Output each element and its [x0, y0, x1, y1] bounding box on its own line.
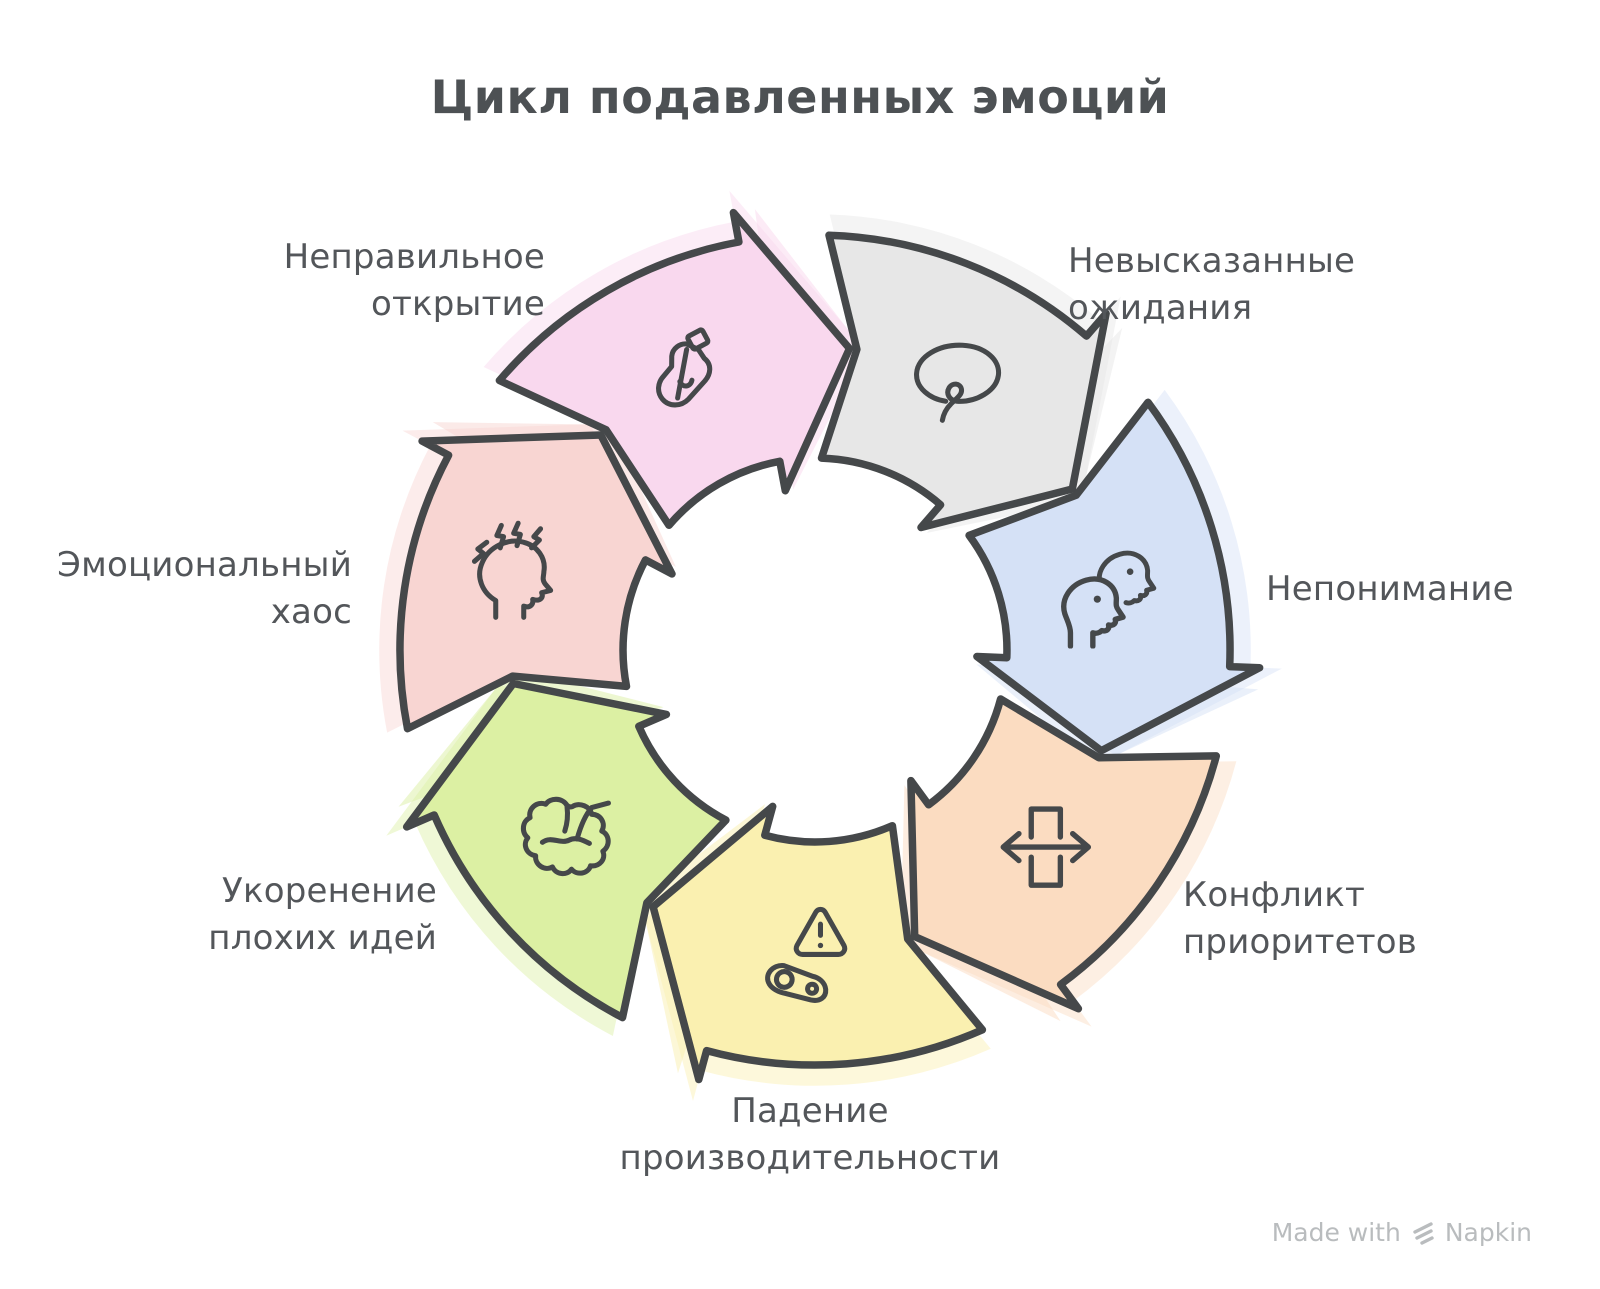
arrow-emotional-chaos	[396, 431, 676, 733]
watermark-prefix: Made with	[1271, 1218, 1401, 1247]
step-label-bad-ideas-rooting: Укоренение плохих идей	[208, 871, 437, 958]
made-with-napkin-watermark: Made with Napkin	[1272, 1218, 1532, 1247]
step-label-productivity-drop: Падение производительности	[619, 1091, 1001, 1178]
diagram-title: Цикл подавленных эмоций	[430, 70, 1170, 124]
arrow-unspoken-expectations	[817, 231, 1110, 532]
watermark-brand: Napkin	[1444, 1218, 1532, 1247]
arrow-priority-conflict	[907, 695, 1221, 1013]
step-label-priority-conflict: Конфликт приоритетов	[1183, 875, 1417, 962]
arrow-bad-ideas-rooting	[402, 679, 730, 1022]
arrow-segments	[396, 208, 1264, 1084]
step-label-unspoken-expectations: Невысказанные ожидания	[1068, 241, 1356, 328]
arrow-wrong-discovery	[495, 208, 854, 530]
step-label-emotional-chaos: Эмоциональный хаос	[57, 545, 352, 632]
arrow-productivity-drop	[649, 802, 987, 1084]
napkin-logo-icon	[1413, 1221, 1434, 1245]
step-label-wrong-discovery: Неправильное открытие	[283, 237, 545, 324]
arrow-misunderstanding	[965, 398, 1264, 755]
step-label-misunderstanding: Непонимание	[1266, 569, 1514, 609]
